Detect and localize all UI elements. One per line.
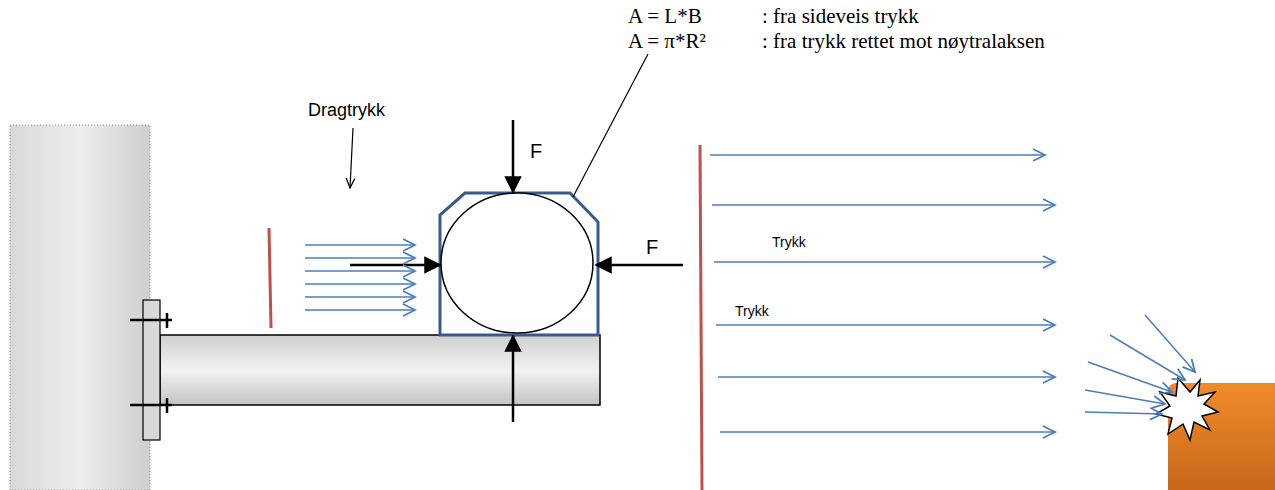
pipe — [441, 193, 593, 333]
pressure-arrow — [710, 155, 1055, 432]
wall — [10, 125, 150, 490]
pressure-front — [700, 145, 702, 490]
blast-arrow — [1085, 315, 1195, 414]
formula-note: : fra sideveis trykk — [762, 4, 919, 28]
force-label: F — [646, 236, 658, 259]
formula-text: A = L*B — [628, 4, 702, 28]
beam — [160, 335, 600, 405]
pressure-label: Trykk — [735, 303, 769, 319]
formula-note: : fra trykk rettet mot nøytralaksen — [762, 29, 1045, 53]
drag-front — [269, 228, 271, 328]
pressure-label: Dragtrykk — [308, 100, 385, 121]
clamp-housing — [440, 193, 598, 335]
leader-line — [350, 128, 353, 188]
formula-text: A = π*R² — [628, 29, 706, 53]
explosion-burst — [1156, 378, 1218, 440]
pressure-label: Trykk — [772, 234, 806, 250]
leader-line — [573, 54, 648, 197]
bolt — [130, 313, 172, 413]
force-label: F — [530, 140, 542, 163]
drag-pressure-arrow — [305, 245, 415, 310]
